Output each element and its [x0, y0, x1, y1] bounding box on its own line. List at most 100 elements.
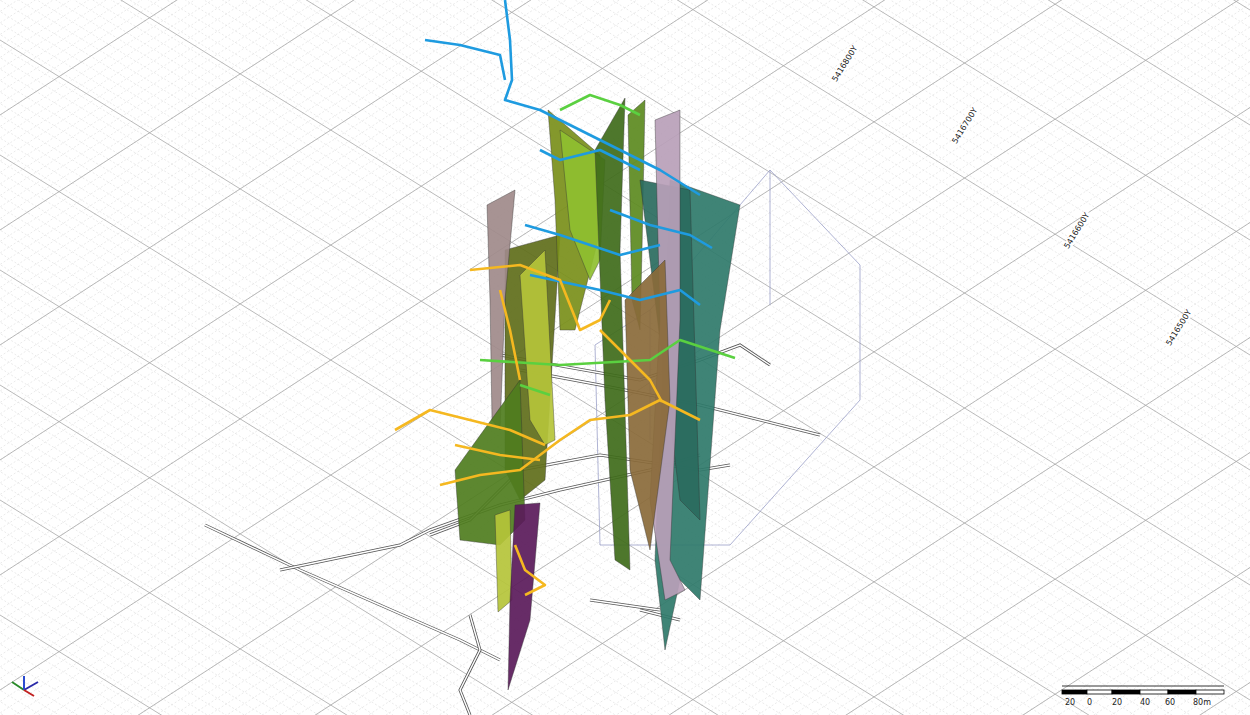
grid-line [0, 0, 1250, 691]
grid-line [0, 0, 1250, 585]
grid-line [0, 0, 1250, 309]
drift-line [460, 615, 480, 715]
grid-line [0, 119, 1250, 715]
drift-line [520, 385, 550, 395]
grid-line [0, 0, 1250, 596]
grid-line [0, 0, 1250, 182]
grid-line [0, 0, 1250, 323]
scale-number: 80m [1193, 699, 1211, 707]
grid-line [0, 579, 1250, 715]
grid-line [0, 15, 1250, 715]
grid-line [0, 0, 1250, 588]
grid-line [0, 708, 1250, 715]
scale-number: 0 [1087, 699, 1092, 707]
grid-line [0, 0, 1250, 125]
grid-line [0, 0, 1250, 343]
grid-line [0, 27, 1250, 715]
drift-line [515, 545, 545, 595]
grid-line [0, 0, 1250, 47]
grid-line [0, 0, 1250, 392]
grid-line [0, 584, 1250, 715]
grid-line [0, 98, 1250, 715]
grid-line [0, 0, 1250, 332]
grid-line [0, 0, 1250, 93]
grid-line [0, 4, 1250, 715]
grid-line [0, 96, 1250, 715]
grid-line [0, 0, 1250, 611]
grid-line [0, 616, 1250, 715]
grid-line [0, 0, 1250, 616]
grid-line [0, 0, 1250, 619]
grid-line [0, 673, 1250, 715]
grid-line [0, 0, 1250, 473]
grid-line [0, 6, 1250, 715]
grid-line [0, 84, 1250, 715]
grid-line [0, 0, 1250, 300]
grid-line [0, 0, 1250, 665]
drift-line [480, 340, 735, 365]
grid-line [0, 0, 1250, 286]
grid-line [0, 0, 1250, 415]
drift-line [500, 290, 520, 380]
drift-line [440, 400, 700, 485]
grid-line [0, 0, 1250, 254]
grid-line [0, 650, 1250, 715]
grid-line [0, 556, 1250, 715]
grid-line [0, 590, 1250, 715]
grid-line [0, 659, 1250, 715]
grid-line [0, 0, 1250, 381]
drift-line [600, 330, 662, 402]
grid-line [0, 0, 1250, 1]
grid-line [0, 0, 1250, 335]
grid-line [0, 0, 1250, 404]
grid-line [0, 0, 1250, 36]
grid-line [0, 0, 1250, 378]
grid-line [0, 0, 1250, 645]
grid-line [0, 0, 1250, 82]
grid-line [0, 0, 1250, 608]
grid-line [0, 0, 1250, 576]
vein-surface [495, 510, 512, 612]
grid-line [0, 0, 1250, 79]
grid-line [0, 0, 1250, 33]
grid-line [0, 0, 1250, 450]
grid-line [0, 639, 1250, 715]
grid-line [0, 0, 1250, 266]
coordinate-label: 5416700Y [951, 106, 980, 146]
drift-line [455, 445, 540, 460]
grid-line [0, 0, 1250, 102]
grid-line [0, 705, 1250, 715]
drift-line [460, 615, 480, 715]
drift-line [540, 150, 640, 170]
scale-bar [1062, 686, 1224, 694]
axis-triad [12, 676, 38, 696]
grid-line [0, 0, 1250, 427]
scale-number: 20 [1065, 699, 1075, 707]
vein-surface [508, 503, 540, 690]
drift-line [590, 600, 660, 610]
grid-line [0, 0, 1250, 159]
grid-line [0, 636, 1250, 715]
grid-line [0, 50, 1250, 715]
grid-line [0, 627, 1250, 715]
drift-line [590, 600, 660, 610]
grid-line [0, 0, 1250, 148]
grid-line [0, 0, 1250, 105]
